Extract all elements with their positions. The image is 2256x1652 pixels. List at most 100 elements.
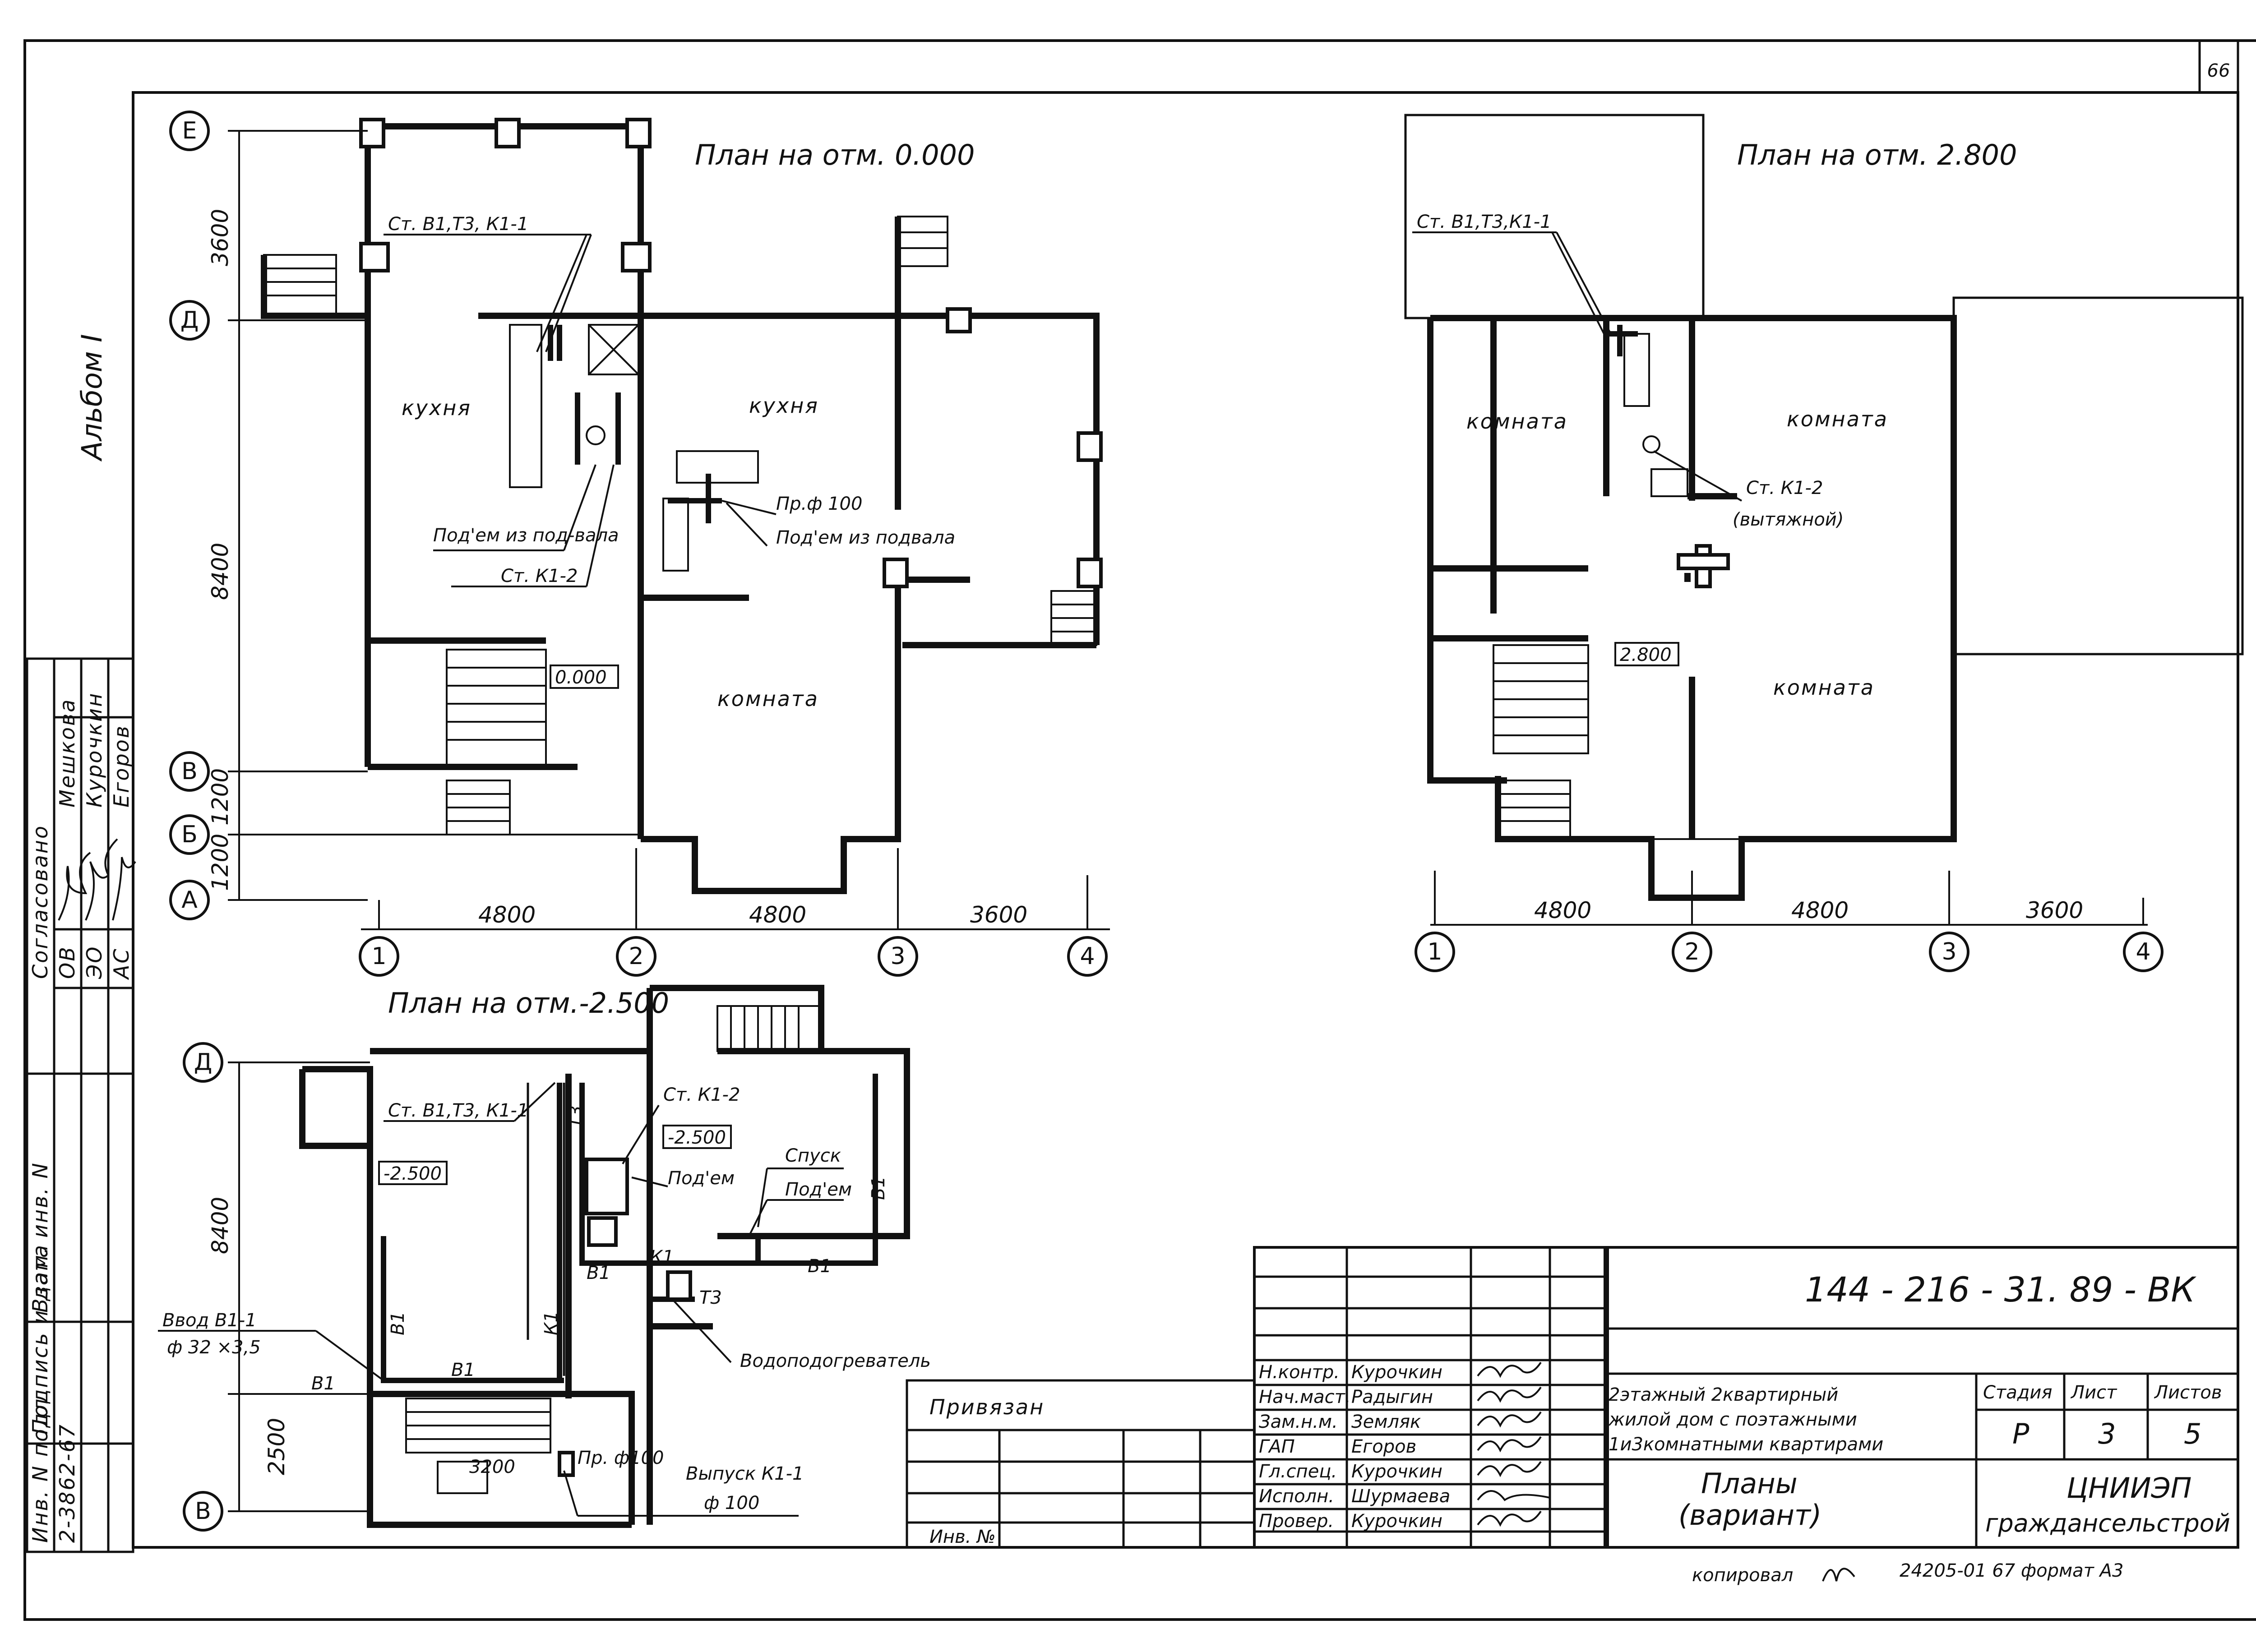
- basement-axis-letter-V: В: [183, 1491, 223, 1532]
- upper-dim-4800b: 4800: [1791, 897, 1849, 923]
- approval-name-1: Мешкова: [55, 698, 79, 808]
- axis-number-1: 1: [359, 936, 399, 977]
- drawing-code: 144 - 216 - 31. 89 - ВК: [1805, 1269, 2196, 1310]
- binding-label: Привязан: [929, 1395, 1045, 1419]
- ground-room-kitchen-left: кухня: [402, 396, 472, 420]
- ground-dim-v-1200b: 1200: [207, 834, 233, 891]
- staff-name-1: Курочкин: [1351, 1362, 1442, 1383]
- basement-rise: Под'ем: [668, 1168, 735, 1189]
- ground-prf100: Пр.ф 100: [776, 494, 862, 514]
- staff-name-2: Радыгин: [1351, 1387, 1433, 1407]
- staff-signature-1: [1477, 1361, 1542, 1378]
- staff-signature-4: [1477, 1436, 1542, 1453]
- pipe-mark-b1-2: В1: [451, 1360, 475, 1380]
- signature-1: [58, 852, 91, 921]
- sheets-value: 5: [2184, 1417, 2201, 1450]
- basement-inlet-size: ф 32 ×3,5: [167, 1337, 261, 1358]
- basement-outlet-size: ф 100: [704, 1493, 759, 1514]
- svg-text:2: 2: [629, 943, 643, 970]
- ground-room-room: комната: [717, 687, 819, 711]
- upper-risers-label: Ст. В1,Т3,К1-1: [1417, 212, 1552, 232]
- axis-letter-V: В: [169, 751, 210, 792]
- plan-ground-floor: План на отм. 0.000: [169, 111, 1110, 977]
- basement-dim-v-2500: 2500: [264, 1418, 290, 1475]
- approval-name-3: Егоров: [109, 724, 134, 808]
- svg-text:3: 3: [890, 943, 905, 970]
- staff-name-4: Егоров: [1351, 1436, 1416, 1457]
- svg-text:4: 4: [1080, 943, 1095, 970]
- axis-letter-D: Д: [169, 300, 210, 341]
- svg-text:Д: Д: [180, 307, 199, 334]
- staff-signature-3: [1477, 1411, 1542, 1428]
- staff-name-6: Шурмаева: [1351, 1486, 1450, 1507]
- stamp-header-repl: Взам. инв. N: [28, 1162, 52, 1313]
- staff-role-2: Нач.маст.: [1259, 1387, 1351, 1407]
- sheet-title-line-2: (вариант): [1678, 1499, 1821, 1532]
- pipe-mark-b1-6: В1: [808, 1256, 832, 1277]
- album-label: Альбом I: [75, 334, 108, 462]
- approval-dept-3: АС: [109, 947, 134, 980]
- project-line-3: 1и3комнатными квартирами: [1609, 1434, 1883, 1455]
- ground-riser-k12: Ст. К1-2: [501, 566, 578, 586]
- approval-block: Согласовано ОВ ЭО АС Мешкова Курочкин Ег…: [26, 657, 136, 1553]
- upper-axis-number-4: 4: [2123, 932, 2164, 972]
- axis-number-3: 3: [878, 936, 918, 977]
- ground-dim-h-4800b: 4800: [749, 902, 806, 928]
- svg-text:Б: Б: [181, 821, 198, 848]
- ground-dim-h-3600: 3600: [970, 902, 1027, 928]
- sheet-label: Лист: [2070, 1382, 2117, 1403]
- axis-letter-A: А: [169, 880, 210, 920]
- basement-water-heater: Водоподогреватель: [740, 1351, 931, 1371]
- stamp-inv-value: 2-3862-67: [55, 1423, 79, 1543]
- upper-axis-number-2: 2: [1672, 932, 1712, 972]
- basement-level-mark-right: -2.500: [668, 1127, 726, 1148]
- svg-text:Е: Е: [182, 117, 197, 144]
- approval-name-2: Курочкин: [82, 692, 106, 808]
- footer-format: 24205-01 67 формат А3: [1900, 1560, 2123, 1581]
- upper-dim-3600: 3600: [2026, 897, 2083, 923]
- svg-text:А: А: [181, 886, 198, 914]
- svg-text:4: 4: [2136, 938, 2150, 965]
- svg-text:1: 1: [1427, 938, 1442, 965]
- staff-role-3: Зам.н.м.: [1259, 1412, 1338, 1432]
- pipe-mark-b1-5: В1: [868, 1176, 889, 1200]
- plan-basement: План на отм.-2.500 -2.500 -2.500: [158, 985, 931, 1532]
- upper-axis-number-1: 1: [1415, 932, 1455, 972]
- title-block: 144 - 216 - 31. 89 - ВК 2этажный 2кварти…: [1253, 1246, 2239, 1549]
- basement-dim-v-8400: 8400: [207, 1197, 233, 1254]
- org-line-2: граждансельстрой: [1985, 1509, 2230, 1537]
- plan-upper-title: План на отм. 2.800: [1737, 138, 2017, 171]
- svg-text:В: В: [181, 758, 198, 785]
- svg-text:Д: Д: [194, 1049, 213, 1076]
- pipe-mark-k1-2: К1: [650, 1247, 674, 1268]
- upper-riser-k12-note: (вытяжной): [1733, 509, 1844, 530]
- pipe-mark-t3-1: Т3: [566, 1105, 587, 1128]
- project-line-1: 2этажный 2квартирный: [1609, 1384, 1838, 1405]
- basement-descent: Спуск: [785, 1145, 841, 1166]
- plan-ground-title: План на отм. 0.000: [695, 138, 975, 171]
- staff-name-3: Земляк: [1351, 1412, 1421, 1432]
- stage-label: Стадия: [1983, 1382, 2052, 1403]
- ground-rise-basement-left: Под'ем из под-вала: [433, 525, 619, 546]
- staff-signature-6: [1477, 1490, 1550, 1501]
- staff-signature-7: [1477, 1510, 1542, 1527]
- staff-name-5: Курочкин: [1351, 1461, 1442, 1482]
- staff-role-6: Исполн.: [1259, 1486, 1334, 1507]
- sheet-value: 3: [2098, 1417, 2116, 1450]
- sheets-label: Листов: [2154, 1382, 2222, 1403]
- copier-signature: [1822, 1568, 1855, 1582]
- staff-signature-2: [1477, 1386, 1542, 1403]
- upper-level-mark: 2.800: [1620, 645, 1672, 665]
- basement-pr100: Пр. ф100: [578, 1448, 664, 1468]
- staff-role-4: ГАП: [1259, 1436, 1295, 1457]
- ground-room-kitchen-right: кухня: [749, 393, 819, 418]
- upper-axis-number-3: 3: [1929, 932, 1969, 972]
- axis-letter-E: Е: [169, 111, 210, 151]
- ground-level-mark: 0.000: [555, 667, 607, 688]
- axis-number-2: 2: [616, 936, 656, 977]
- svg-text:2: 2: [1684, 938, 1699, 965]
- ground-dim-v-3600: 3600: [207, 209, 233, 266]
- staff-role-1: Н.контр.: [1259, 1362, 1340, 1383]
- org-line-1: ЦНИИЭП: [2066, 1472, 2191, 1504]
